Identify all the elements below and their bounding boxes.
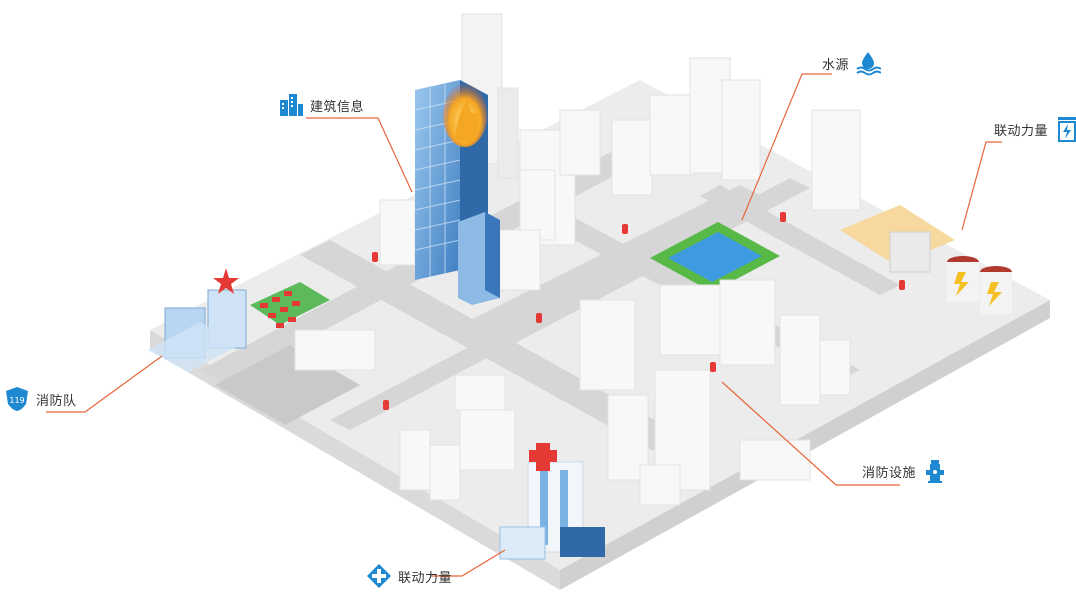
- water-icon: [856, 52, 882, 76]
- callout-linkage-medical[interactable]: 联动力量: [366, 563, 452, 589]
- city-buildings: [294, 13, 861, 506]
- callout-label: 联动力量: [994, 123, 1049, 139]
- fire-station-119-icon: 119: [6, 387, 28, 411]
- callout-leader-lines: [46, 73, 1002, 577]
- fire-station: [148, 268, 330, 372]
- callout-label: 消防设施: [862, 465, 917, 481]
- skyscraper-on-fire: [414, 80, 500, 305]
- building-icon: [280, 94, 303, 116]
- callout-fire-facilities[interactable]: 消防设施: [862, 458, 948, 484]
- callout-label: 水源: [822, 57, 850, 73]
- power-plant: [840, 205, 1012, 314]
- hospital: [499, 443, 605, 560]
- callout-building-info[interactable]: 建筑信息: [278, 92, 364, 118]
- water-pool: [650, 222, 780, 292]
- callout-label: 联动力量: [398, 570, 453, 586]
- hydrant-icon: [926, 460, 945, 483]
- fire-hydrants: [372, 212, 905, 410]
- callout-fire-team[interactable]: 119 消防队: [4, 386, 77, 412]
- callout-label: 建筑信息: [310, 99, 365, 115]
- fire-station-star: [213, 268, 239, 294]
- fire-team-badge: 119: [9, 396, 24, 405]
- callout-linkage-power[interactable]: 联动力量: [994, 116, 1076, 142]
- callout-label: 消防队: [36, 393, 77, 409]
- callout-water-source[interactable]: 水源: [822, 50, 882, 76]
- medical-icon: [367, 564, 391, 588]
- power-icon: [1058, 117, 1076, 142]
